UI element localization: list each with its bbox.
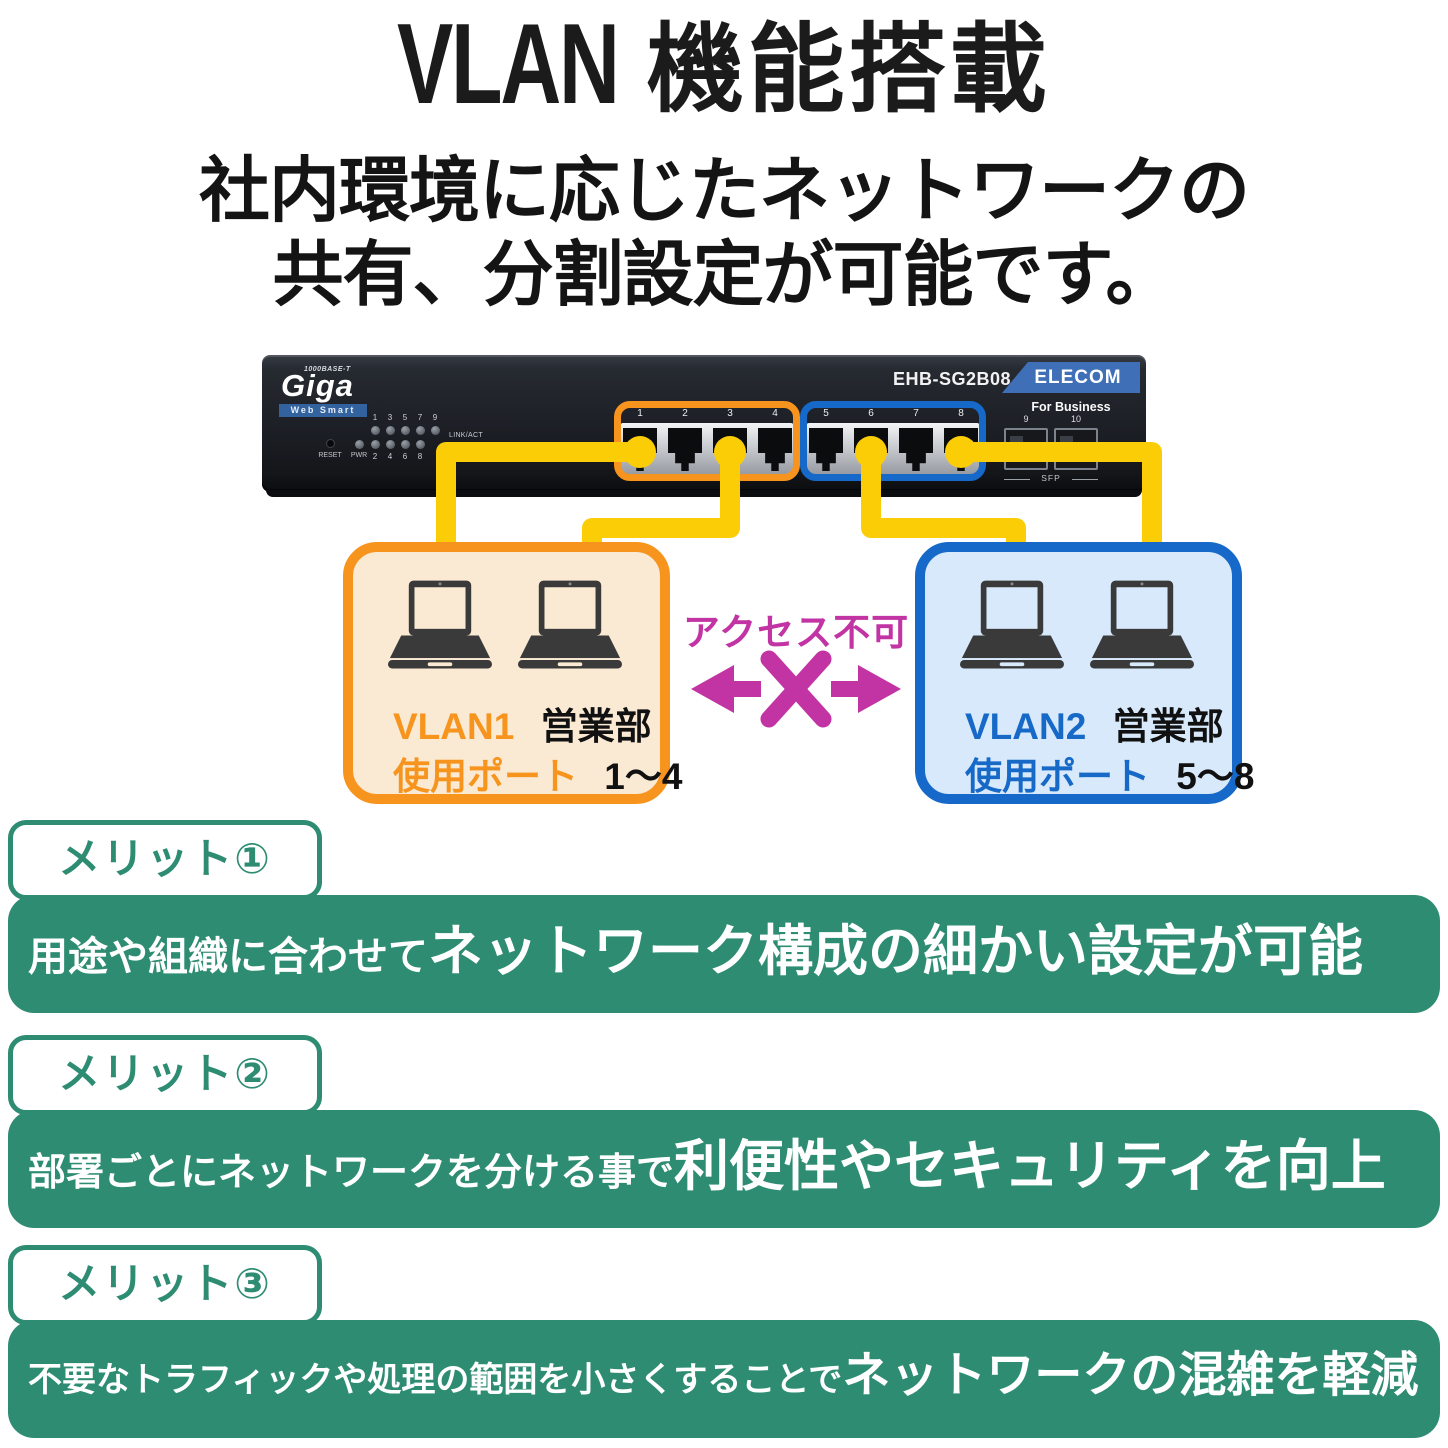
reset-button: [326, 439, 335, 448]
vlan1-ports-line: 使用ポート 1～4: [393, 746, 682, 800]
vlan1-group-box: VLAN1 営業部 使用ポート 1～4: [343, 542, 682, 804]
page-title-jp: 機能搭載: [646, 15, 1051, 124]
port-label-8: 8: [958, 408, 964, 419]
vlan1-dept: 営業部: [540, 706, 652, 747]
led-label-1: 1: [372, 413, 378, 422]
port-label-2: 2: [682, 408, 688, 419]
led-label-8: 8: [417, 452, 423, 461]
laptop-icon: [960, 580, 1064, 669]
merit1-body: 用途や組織に合わせてネットワーク構成の細かい設定が可能: [8, 895, 1440, 1013]
vlan2-ports-label: 使用ポート: [965, 756, 1150, 797]
sfp-label-10: 10: [1070, 414, 1081, 424]
merit3-emphasis-text: ネットワークの混雑を軽減: [842, 1349, 1419, 1402]
led-label-7: 7: [417, 413, 423, 422]
web-smart-badge: Web Smart: [279, 404, 367, 417]
led-label-3: 3: [387, 413, 393, 422]
blocked-arrow-icon: [691, 650, 901, 728]
laptop-icon: [388, 580, 492, 669]
sfp-cage-9: [1004, 428, 1048, 470]
vlan2-name: VLAN2: [965, 706, 1087, 747]
link-act-label: LINK/ACT: [449, 432, 483, 439]
merit2-tab: メリット②: [8, 1035, 322, 1115]
page-title: VLAN 機能搭載: [0, 4, 1448, 153]
vlan1-title-line: VLAN1 営業部: [393, 696, 652, 750]
port-label-6: 6: [868, 408, 874, 419]
access-blocked-label: アクセス不可: [682, 612, 910, 653]
network-switch: 1000BASE-T Giga Web Smart RESET PWR 1 3 …: [262, 355, 1146, 497]
merit-section-1: メリット① 用途や組織に合わせてネットワーク構成の細かい設定が可能: [8, 820, 1440, 1016]
link-led: [416, 426, 425, 435]
vlan1-port-group-outline: [614, 401, 800, 481]
merit1-lead-text: 用途や組織に合わせて: [28, 935, 428, 979]
vlan1-name: VLAN1: [393, 706, 515, 747]
laptop-icon: [1090, 580, 1194, 669]
port-label-7: 7: [913, 408, 919, 419]
merit-section-3: メリット③ 不要なトラフィックや処理の範囲を小さくすることでネットワークの混雑を…: [8, 1245, 1440, 1441]
led-label-5: 5: [402, 413, 408, 422]
link-led: [401, 426, 410, 435]
pwr-led: [355, 440, 364, 449]
vlan1-ports-label: 使用ポート: [393, 756, 578, 797]
link-led: [371, 440, 380, 449]
merit-section-2: メリット② 部署ごとにネットワークを分ける事で利便性やセキュリティを向上: [8, 1035, 1440, 1231]
link-led: [431, 426, 440, 435]
merit2-lead-text: 部署ごとにネットワークを分ける事で: [28, 1152, 675, 1194]
merit3-tab: メリット③: [8, 1245, 322, 1325]
sfp-caption: SFP: [1004, 473, 1098, 483]
model-number: EHB-SG2B08: [892, 369, 1012, 389]
link-led: [416, 440, 425, 449]
merit2-body: 部署ごとにネットワークを分ける事で利便性やセキュリティを向上: [8, 1110, 1440, 1228]
sfp-cage-10: [1054, 428, 1098, 470]
reset-label: RESET: [318, 452, 342, 459]
for-business-label: For Business: [1031, 400, 1111, 414]
giga-logo: Giga: [281, 368, 354, 403]
page-subtitle-line2: 共有、分割設定が可能です。: [272, 235, 1177, 315]
led-label-9: 9: [432, 413, 438, 422]
elecom-logo: ELECOM: [1002, 362, 1140, 393]
port-label-3: 3: [727, 408, 733, 419]
laptop-icon: [518, 580, 622, 669]
port-label-5: 5: [823, 408, 829, 419]
vlan1-ports-value: 1～4: [604, 756, 683, 797]
merit1-emphasis-text: ネットワーク構成の細かい設定が可能: [428, 920, 1364, 982]
port-label-1: 1: [637, 408, 643, 419]
port-label-4: 4: [772, 408, 778, 419]
vlan2-ports-line: 使用ポート 5～8: [965, 746, 1254, 800]
led-label-4: 4: [387, 452, 393, 461]
merit1-tab: メリット①: [8, 820, 322, 900]
pwr-label: PWR: [350, 452, 368, 459]
vlan2-title-line: VLAN2 営業部: [965, 696, 1224, 750]
merit3-lead-text: 不要なトラフィックや処理の範囲を小さくすることで: [28, 1361, 843, 1399]
led-label-2: 2: [372, 452, 378, 461]
vlan2-dept: 営業部: [1112, 706, 1224, 747]
vlan2-ports-value: 5～8: [1176, 756, 1255, 797]
link-led: [386, 426, 395, 435]
vlan2-port-group-outline: [800, 401, 986, 481]
page-title-latin: VLAN: [397, 1, 620, 128]
link-led: [401, 440, 410, 449]
vlan2-group-box: VLAN2 営業部 使用ポート 5～8: [915, 542, 1254, 804]
merit3-body: 不要なトラフィックや処理の範囲を小さくすることでネットワークの混雑を軽減: [8, 1320, 1440, 1438]
switch-speed-label: 1000BASE-T: [304, 366, 351, 373]
link-led: [386, 440, 395, 449]
merit2-emphasis-text: 利便性やセキュリティを向上: [674, 1135, 1386, 1197]
page-subtitle: 社内環境に応じたネットワークの 共有、分割設定が可能です。: [0, 150, 1448, 318]
page-subtitle-line1: 社内環境に応じたネットワークの: [198, 152, 1250, 231]
link-led: [371, 426, 380, 435]
led-label-6: 6: [402, 452, 408, 461]
sfp-label-9: 9: [1023, 414, 1029, 424]
